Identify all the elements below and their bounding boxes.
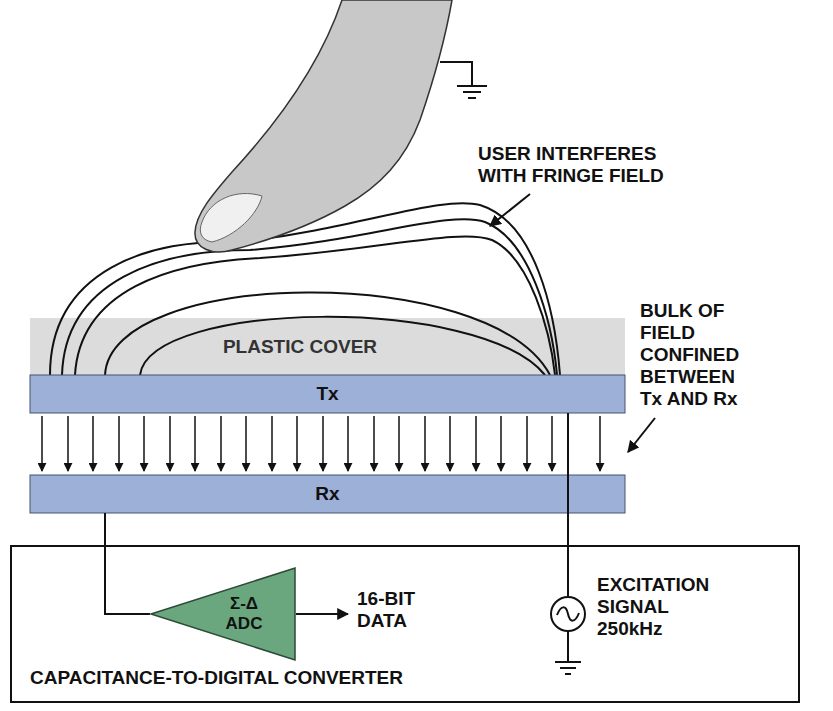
ground-wire bbox=[440, 62, 472, 86]
field-arrow bbox=[245, 416, 247, 471]
field-arrow bbox=[67, 416, 69, 471]
field-arrow bbox=[143, 416, 145, 471]
tx-fill bbox=[30, 375, 625, 413]
field-arrow bbox=[526, 416, 528, 471]
field-arrows bbox=[42, 416, 600, 471]
rx-fill bbox=[30, 475, 625, 513]
field-arrow bbox=[296, 416, 298, 471]
ground-bar bbox=[468, 97, 476, 99]
ground-bar bbox=[457, 85, 487, 87]
adc-triangle: Σ-Δ ADC bbox=[150, 567, 296, 661]
field-line bbox=[140, 317, 545, 375]
cover-band: PLASTIC COVER bbox=[30, 318, 625, 375]
node-text: CAPACITANCE-TO-DIGITAL CONVERTER bbox=[30, 667, 403, 689]
callout-text: USER INTERFERES WITH FRINGE FIELD bbox=[478, 143, 693, 187]
field-arrow bbox=[194, 416, 196, 471]
field-arrow bbox=[551, 416, 553, 471]
callout-text: BULK OF FIELD CONFINED BETWEEN Tx AND Rx bbox=[640, 300, 756, 410]
field-arrow bbox=[92, 416, 94, 471]
field-arrow bbox=[475, 416, 477, 471]
field-arrow bbox=[424, 416, 426, 471]
leader-arrow bbox=[628, 418, 655, 452]
sine-glyph bbox=[557, 607, 579, 620]
signal-name: EXCITATION SIGNAL 250kHz bbox=[597, 574, 723, 640]
field-arrow bbox=[118, 416, 120, 471]
fingernail bbox=[200, 194, 262, 242]
field-arrow bbox=[398, 416, 400, 471]
field-arrow bbox=[500, 416, 502, 471]
leader-arrow bbox=[490, 194, 530, 226]
rx-electrode: Rx bbox=[30, 475, 625, 513]
field-line bbox=[50, 203, 560, 375]
output-arrow bbox=[296, 613, 348, 615]
field-arrow bbox=[271, 416, 273, 471]
signal-name: 16-BIT DATA bbox=[357, 588, 431, 632]
ground-bar bbox=[555, 661, 581, 663]
field-arrow bbox=[220, 416, 222, 471]
field-arrow bbox=[41, 416, 43, 471]
field-arrow bbox=[599, 416, 601, 471]
ground-bar bbox=[463, 91, 481, 93]
node-text: Tx bbox=[316, 383, 338, 405]
ground-symbol bbox=[440, 62, 487, 98]
field-line bbox=[105, 292, 550, 375]
field-arrow bbox=[449, 416, 451, 471]
field-arrow bbox=[322, 416, 324, 471]
fringe-field bbox=[50, 203, 560, 375]
field-line bbox=[62, 219, 557, 375]
ground-bar bbox=[565, 673, 571, 675]
node-text: PLASTIC COVER bbox=[223, 336, 377, 358]
ground-bar bbox=[560, 667, 576, 669]
ac-source-symbol bbox=[551, 597, 585, 631]
finger bbox=[195, 0, 452, 252]
node-text: Rx bbox=[315, 483, 339, 505]
node-text: Σ-Δ ADC bbox=[214, 594, 274, 634]
ground-wire bbox=[567, 631, 569, 662]
rx-wire bbox=[105, 513, 150, 614]
adc-triangle-outline bbox=[151, 568, 295, 660]
field-line bbox=[75, 236, 555, 375]
field-arrow bbox=[169, 416, 171, 471]
field-arrow bbox=[373, 416, 375, 471]
field-arrow bbox=[347, 416, 349, 471]
adc-shape bbox=[150, 567, 296, 661]
tx-electrode: Tx bbox=[30, 375, 625, 413]
tx-wire bbox=[567, 413, 569, 597]
